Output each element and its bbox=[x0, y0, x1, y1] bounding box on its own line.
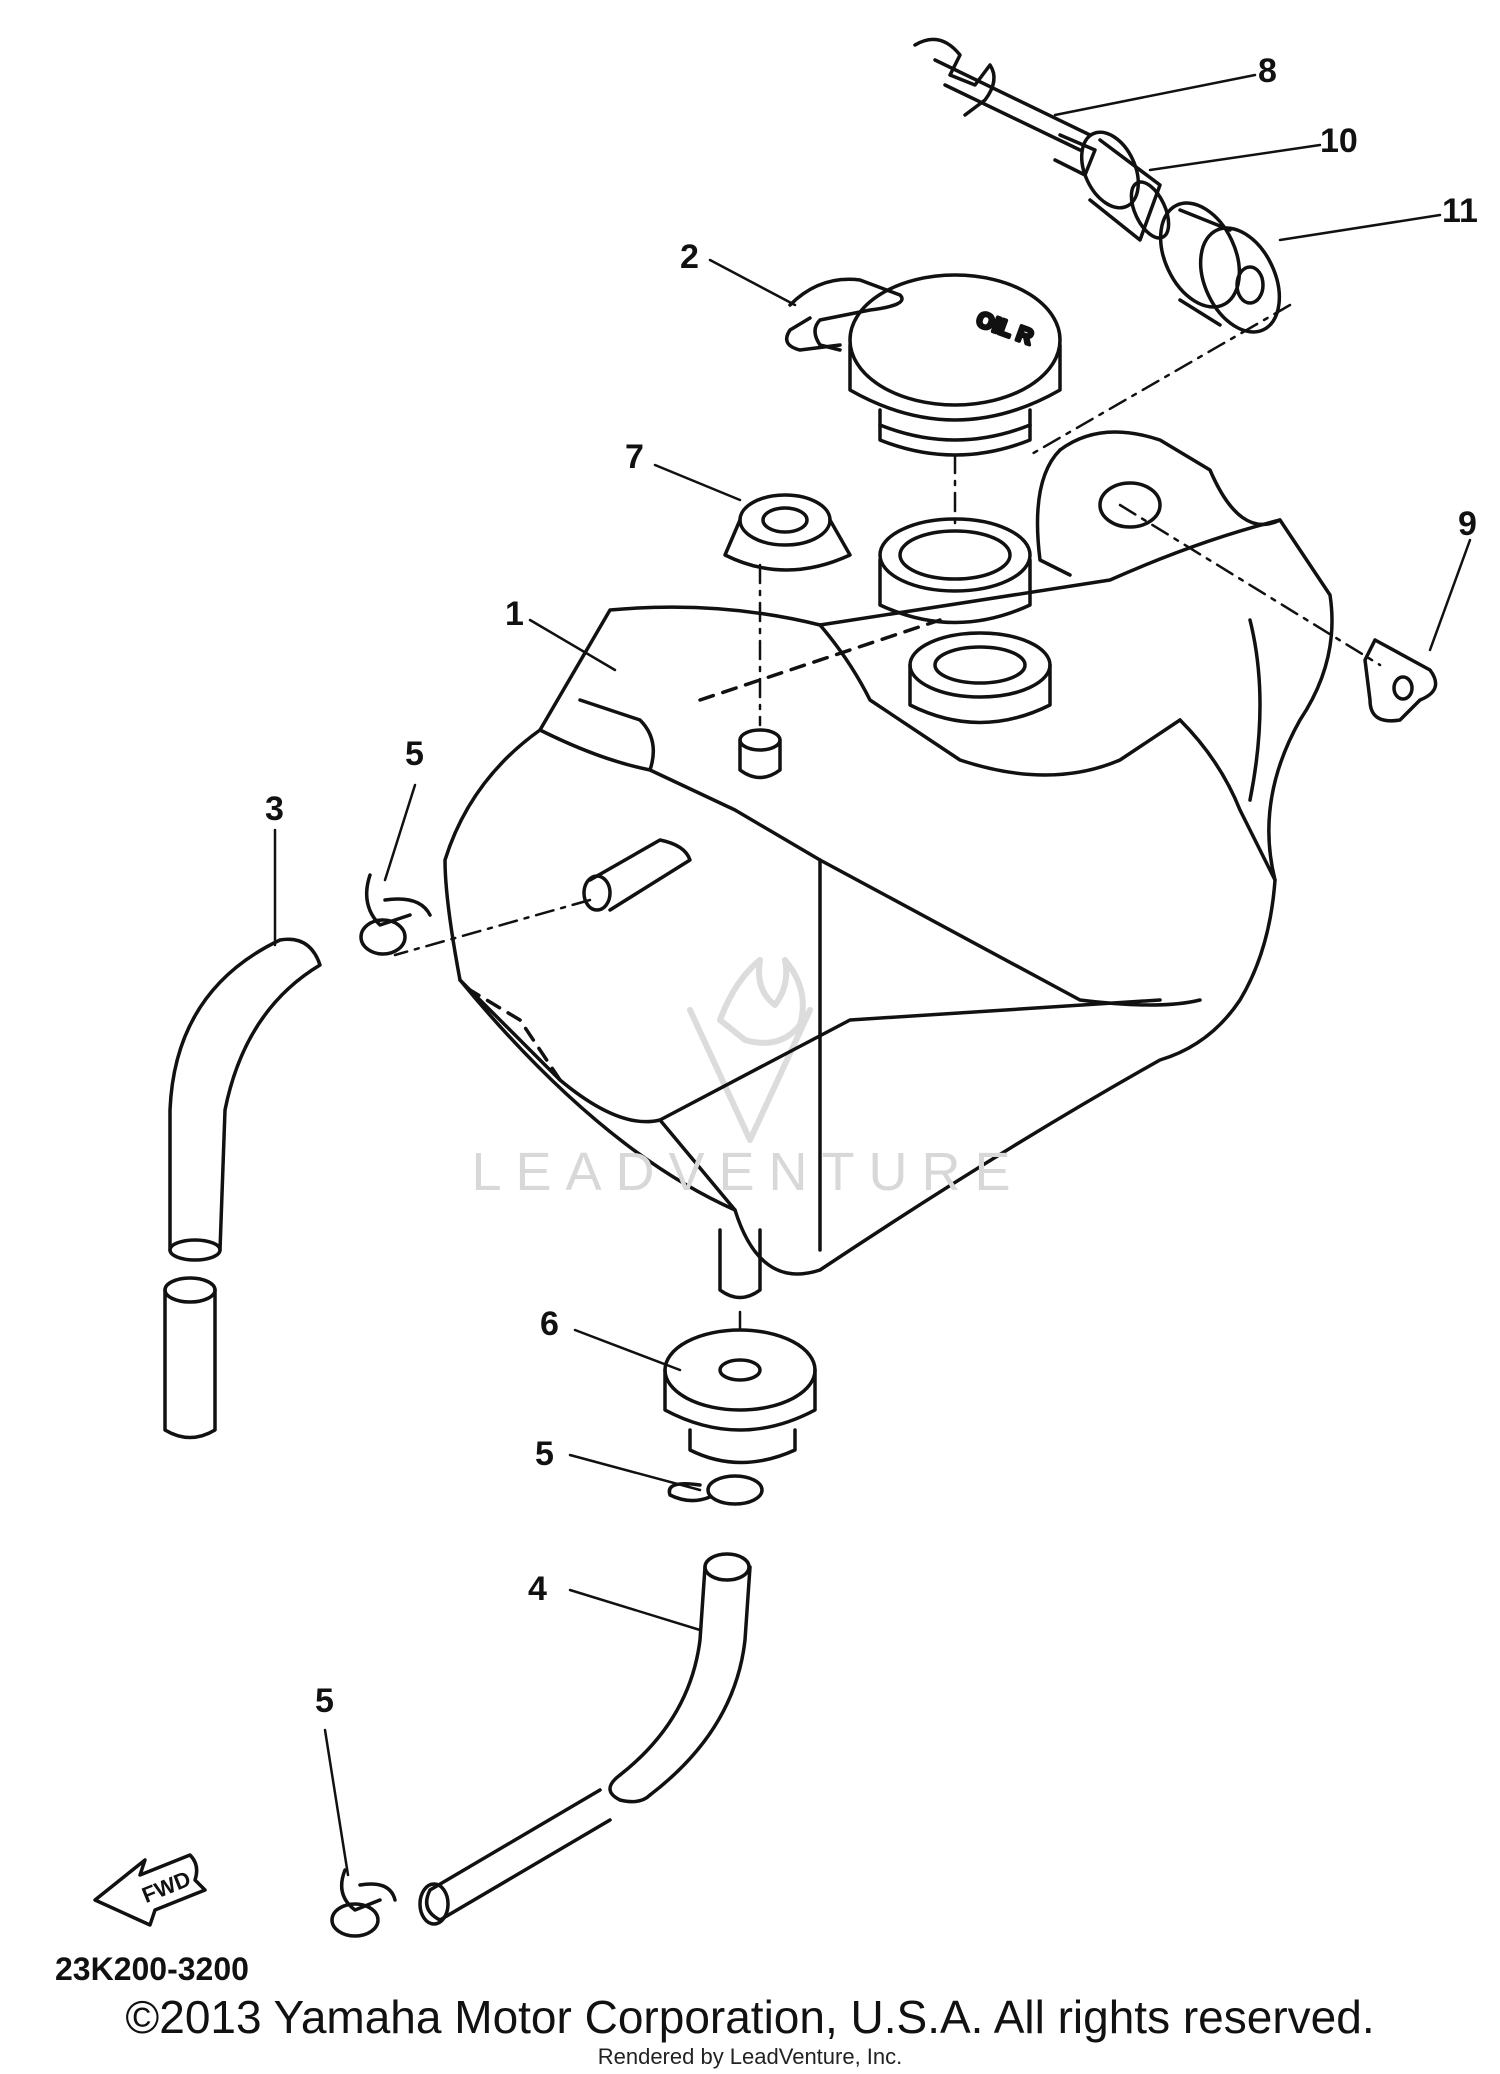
washer bbox=[1363, 638, 1438, 723]
seal-ring bbox=[878, 517, 1032, 625]
callout-4: 4 bbox=[528, 1570, 547, 1608]
callout-2: 2 bbox=[680, 238, 699, 276]
callout-1: 1 bbox=[505, 595, 524, 633]
drain-plug bbox=[663, 1328, 817, 1465]
oil-tank bbox=[443, 430, 1334, 1300]
callout-6: 6 bbox=[540, 1305, 559, 1343]
callout-9: 9 bbox=[1458, 505, 1477, 543]
hose-clip-middle bbox=[667, 1474, 764, 1506]
callout-11: 11 bbox=[1442, 192, 1478, 230]
hose-clip-bottom bbox=[330, 1868, 397, 1938]
bolt bbox=[913, 37, 1097, 177]
assembly-lines bbox=[393, 303, 1382, 1332]
grommet bbox=[723, 493, 852, 572]
callout-3: 3 bbox=[265, 790, 284, 828]
copyright-notice: ©2013 Yamaha Motor Corporation, U.S.A. A… bbox=[125, 1991, 1375, 2043]
callout-7: 7 bbox=[625, 438, 644, 476]
damper bbox=[1158, 201, 1282, 334]
callout-10: 10 bbox=[1320, 122, 1358, 160]
callout-8: 8 bbox=[1258, 52, 1277, 90]
leader-lines bbox=[273, 73, 1472, 1877]
callout-5-middle: 5 bbox=[535, 1435, 554, 1473]
watermark-text: LEADVENTURE bbox=[471, 1142, 1024, 1202]
collar bbox=[1079, 130, 1171, 242]
feed-hose bbox=[418, 1552, 752, 1926]
callout-5-top: 5 bbox=[405, 735, 424, 773]
cap-text: OIL R bbox=[973, 306, 1036, 349]
rendered-by-notice: Rendered by LeadVenture, Inc. bbox=[597, 2044, 903, 2069]
callout-5-bottom: 5 bbox=[315, 1682, 334, 1720]
hose-clip-top bbox=[359, 873, 432, 956]
breather-hose bbox=[163, 937, 322, 1440]
part-code: 23K200-3200 bbox=[55, 1951, 249, 1987]
fwd-arrow bbox=[93, 1853, 207, 1927]
filler-cap bbox=[784, 273, 1062, 457]
